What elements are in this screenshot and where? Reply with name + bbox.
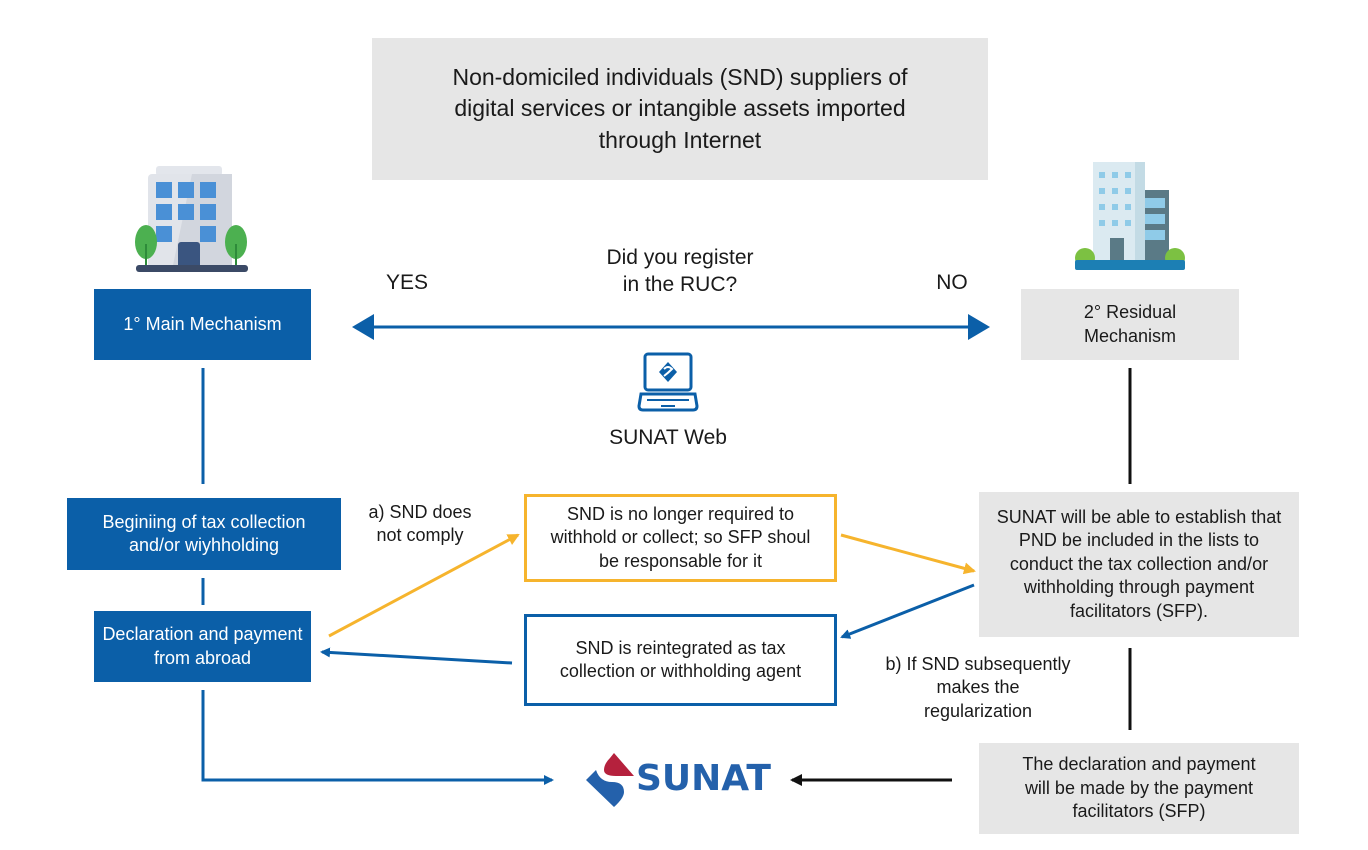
- declaration-abroad-box: Declaration and payment from abroad: [94, 611, 311, 682]
- question-line-1: Did you register: [606, 246, 754, 269]
- office-building-icon: [135, 166, 248, 272]
- no-label: NO: [936, 271, 968, 294]
- sunat-web-label: SUNAT Web: [609, 426, 727, 449]
- declaration-sfp-text: The declaration and payment will be made…: [1022, 754, 1256, 822]
- question-label: Did you register in the RUC?: [560, 244, 800, 299]
- declaration-abroad-text: Declaration and payment from abroad: [102, 624, 303, 668]
- sunat-establish-text: SUNAT will be able to establish that PND…: [996, 507, 1282, 621]
- reintegrated-to-declaration-arrow: [320, 647, 513, 665]
- sunat-logo-mark-icon: [586, 753, 634, 807]
- regularization-arrow: [840, 583, 975, 639]
- sunat-logo: SUNAT: [586, 752, 778, 808]
- label-a-not-comply: a) SND does not comply: [350, 501, 490, 548]
- reintegrated-text: SND is reintegrated as tax collection or…: [559, 637, 802, 681]
- beginning-collection-box: Beginiing of tax collection and/or wiyhh…: [67, 498, 341, 570]
- label-a-line-2: not comply: [376, 525, 464, 546]
- yes-label: YES: [385, 271, 429, 294]
- label-b-line-1: b) If SND subsequently: [885, 654, 1071, 674]
- title-box: Non-domiciled individuals (SND) supplier…: [372, 38, 988, 180]
- residual-mechanism-text: 2° Residual Mechanism: [1083, 302, 1177, 346]
- yes-no-double-arrow: [352, 314, 990, 340]
- main-mechanism-box: 1° Main Mechanism: [94, 289, 311, 360]
- sunat-establish-box: SUNAT will be able to establish that PND…: [979, 492, 1299, 637]
- left-to-sunat-arrow: [201, 690, 554, 785]
- no-longer-required-text: SND is no longer required to withhold or…: [550, 503, 811, 571]
- not-comply-arrow: [328, 533, 520, 638]
- title-text: Non-domiciled individuals (SND) supplier…: [452, 64, 908, 153]
- sunat-logo-text: SUNAT: [636, 758, 771, 799]
- declaration-sfp-box: The declaration and payment will be made…: [979, 743, 1299, 834]
- office-tower-icon: [1075, 162, 1185, 270]
- label-b-line-2: makes the: [936, 677, 1020, 698]
- label-b-regularization: b) If SND subsequently makes the regular…: [858, 653, 1098, 723]
- label-a-line-1: a) SND does: [368, 502, 472, 522]
- label-b-line-3: regularization: [923, 700, 1033, 721]
- reintegrated-box: SND is reintegrated as tax collection or…: [524, 614, 837, 706]
- no-longer-required-box: SND is no longer required to withhold or…: [524, 494, 837, 582]
- to-sunat-establish-arrow: [840, 533, 976, 575]
- laptop-icon: [637, 352, 699, 412]
- residual-mechanism-box: 2° Residual Mechanism: [1021, 289, 1239, 360]
- question-line-2: in the RUC?: [622, 273, 738, 297]
- beginning-collection-text: Beginiing of tax collection and/or wiyhh…: [102, 511, 306, 555]
- main-mechanism-text: 1° Main Mechanism: [123, 313, 282, 334]
